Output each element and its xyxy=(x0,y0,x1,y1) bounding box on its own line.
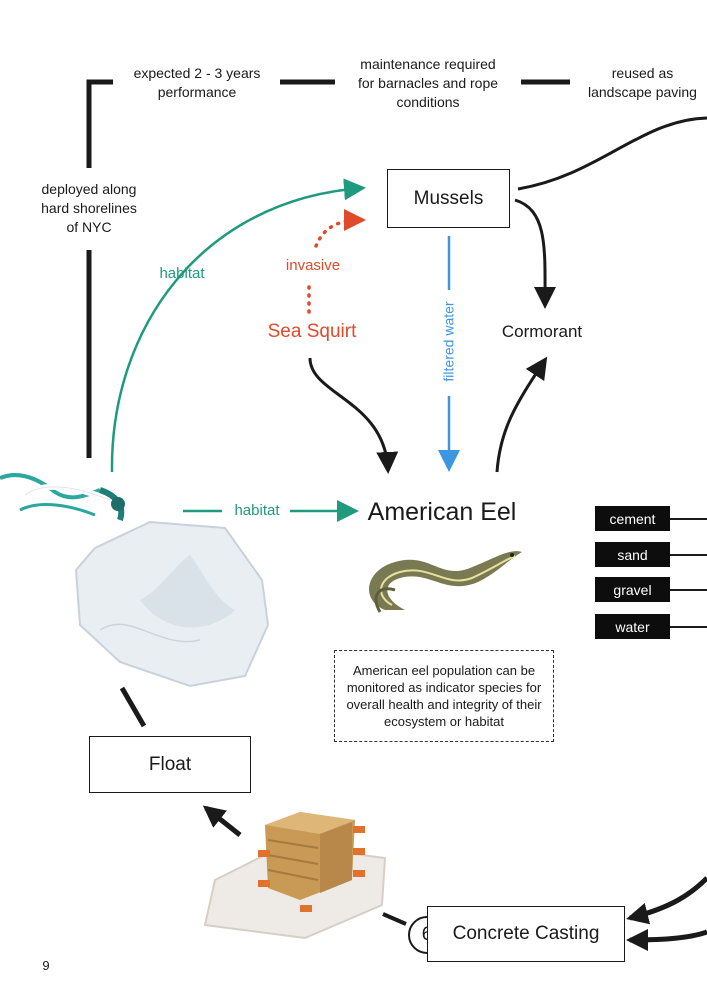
input-arrow-lower xyxy=(626,928,707,951)
eel-to-cormorant-arrow xyxy=(495,356,548,473)
invasive-dotted-arrow xyxy=(314,209,366,248)
filtered-water-label: filtered water xyxy=(440,301,457,382)
timeline-performance: expected 2 - 3 years performance xyxy=(133,65,261,100)
eel-indicator-note: American eel population can be monitored… xyxy=(334,650,554,742)
concrete-float-photo xyxy=(0,473,270,688)
timeline-maintenance: maintenance required for barnacles and r… xyxy=(357,56,499,110)
invasive-label: invasive xyxy=(285,257,341,274)
habitat-label-lower: habitat xyxy=(234,502,280,519)
float-connector xyxy=(119,686,147,728)
input-arrow-upper xyxy=(626,876,707,925)
step-number: 6 xyxy=(409,924,445,946)
american-eel-label: American Eel xyxy=(367,498,517,526)
timeline-left-frame xyxy=(86,79,113,168)
mussels-reuse-connector xyxy=(517,116,707,191)
timeline-reuse: reused as landscape paving xyxy=(588,65,697,100)
cormorant-label: Cormorant xyxy=(501,322,583,341)
casting-to-mold-connector xyxy=(382,912,407,926)
page-number: 9 xyxy=(42,958,50,973)
sea-squirt-to-eel-arrow xyxy=(308,357,399,474)
habitat-curve-arrow xyxy=(110,178,366,473)
casting-mold-photo xyxy=(203,812,387,940)
american-eel-photo xyxy=(368,551,522,613)
ingredient-cement: cement xyxy=(595,506,670,531)
mussels-node: Mussels xyxy=(387,169,510,228)
concrete-casting-node: Concrete Casting xyxy=(427,906,625,962)
sea-squirt-label: Sea Squirt xyxy=(267,321,357,342)
mussels-to-cormorant-arrow xyxy=(514,198,557,309)
deployment-text: deployed along hard shorelines of NYC xyxy=(41,181,137,235)
float-node: Float xyxy=(89,736,251,793)
ingredient-water: water xyxy=(595,614,670,639)
habitat-label-upper: habitat xyxy=(159,265,205,282)
ingredient-sand: sand xyxy=(595,542,670,567)
ingredient-gravel: gravel xyxy=(595,577,670,602)
casting-to-float-arrow xyxy=(202,805,242,837)
